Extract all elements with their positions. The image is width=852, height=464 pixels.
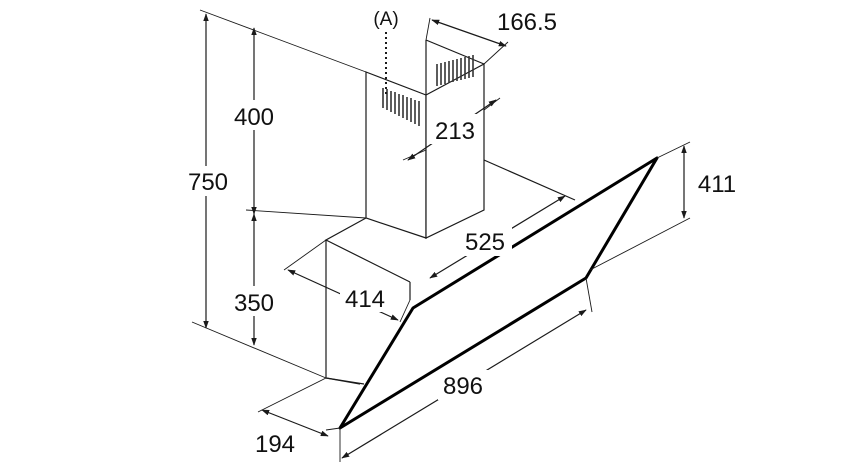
- dim-label-896: 896: [443, 373, 483, 400]
- dim-label-350: 350: [234, 290, 274, 317]
- chimney-top-edge: [425, 39, 485, 65]
- dim-label-194: 194: [255, 431, 295, 458]
- chimney-front-face: [365, 71, 427, 239]
- dim-label-414: 414: [345, 286, 385, 313]
- dim-label-213: 213: [435, 118, 475, 145]
- dim-label-411: 411: [698, 171, 736, 198]
- dim-label-400: 400: [234, 104, 274, 131]
- callout-label: (A): [373, 9, 398, 30]
- dim-line-166-5: [431, 19, 507, 47]
- dim-label-750: 750: [188, 169, 228, 196]
- dim-label-166-5: 166.5: [497, 9, 557, 36]
- dimension-labels: 750 400 350 166.5 213 525 414 411 896 19…: [182, 9, 736, 458]
- chimney-side-face: [425, 62, 485, 239]
- extension-lines: [191, 9, 691, 462]
- dim-line-194: [261, 409, 329, 437]
- dim-label-525: 525: [465, 229, 505, 256]
